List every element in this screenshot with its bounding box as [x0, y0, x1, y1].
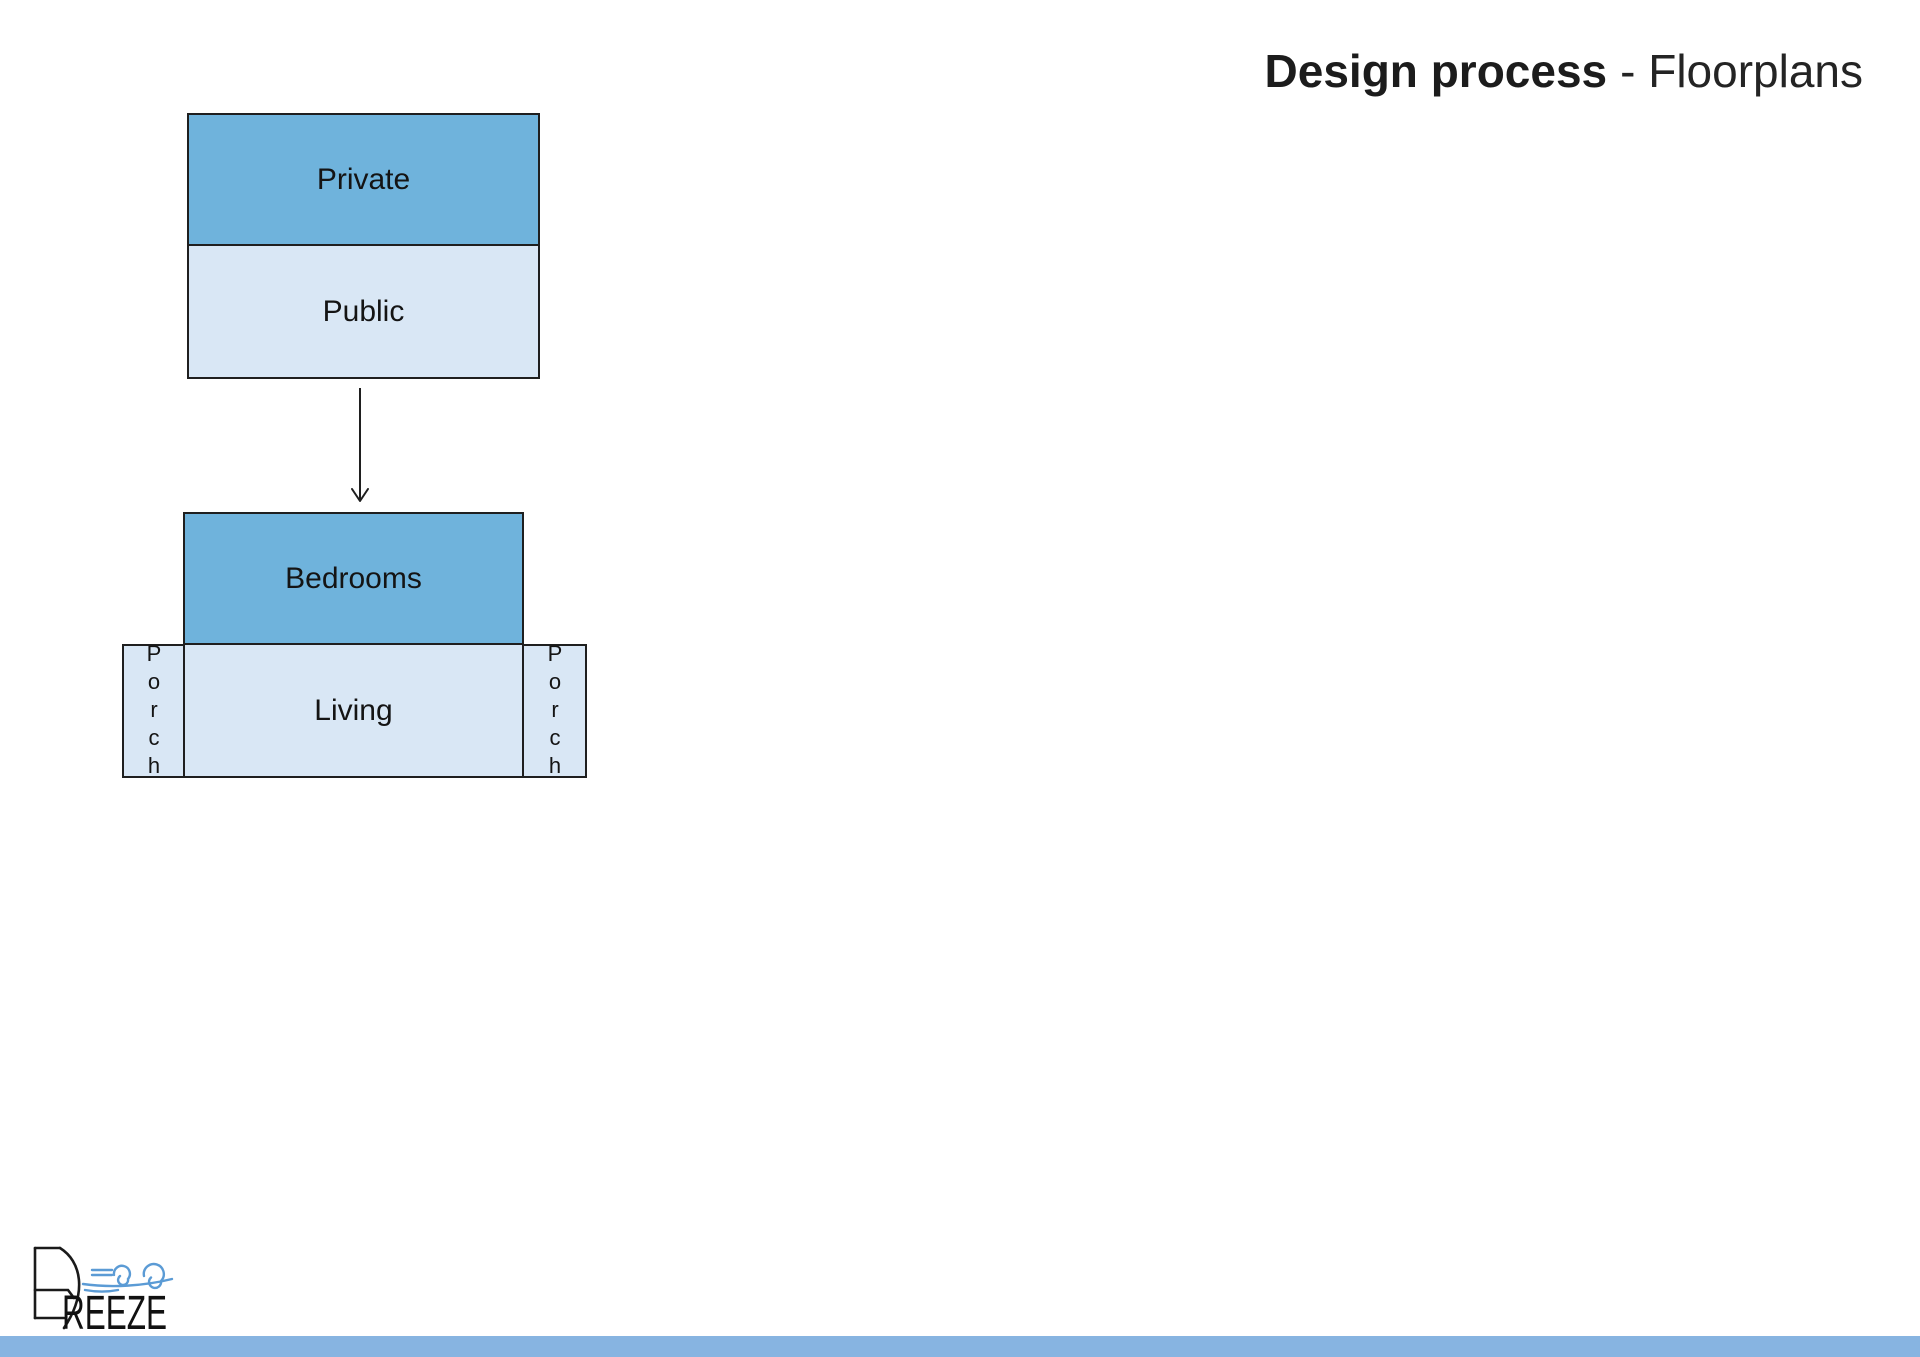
zone-label-private: Private [316, 162, 411, 196]
sail-b-icon [33, 1246, 81, 1330]
page-title: Design process- Floorplans [1265, 44, 1863, 98]
plan-label-living: Living [314, 693, 393, 727]
breeze-logo: REEZE [33, 1246, 174, 1340]
plan-box-porch-left: Porch [122, 641, 185, 781]
zone-box-private: Private [187, 113, 540, 246]
plan-label-bedrooms: Bedrooms [285, 561, 422, 595]
plan-label-porch-left: Porch [141, 641, 167, 781]
zone-label-public: Public [322, 294, 405, 328]
title-regular-text: - Floorplans [1620, 45, 1863, 97]
wind-swirl-icon [81, 1262, 174, 1293]
plan-box-bedrooms: Bedrooms [183, 512, 524, 645]
plan-box-porch-right: Porch [522, 641, 587, 781]
footer-accent-bar [0, 1336, 1920, 1357]
plan-box-living: Living [183, 643, 524, 778]
flow-arrow-down-icon [351, 388, 369, 502]
zone-box-public: Public [187, 244, 540, 379]
plan-label-porch-right: Porch [542, 641, 568, 781]
logo-wordmark: REEZE [62, 1287, 167, 1340]
title-bold-text: Design process [1264, 45, 1608, 97]
